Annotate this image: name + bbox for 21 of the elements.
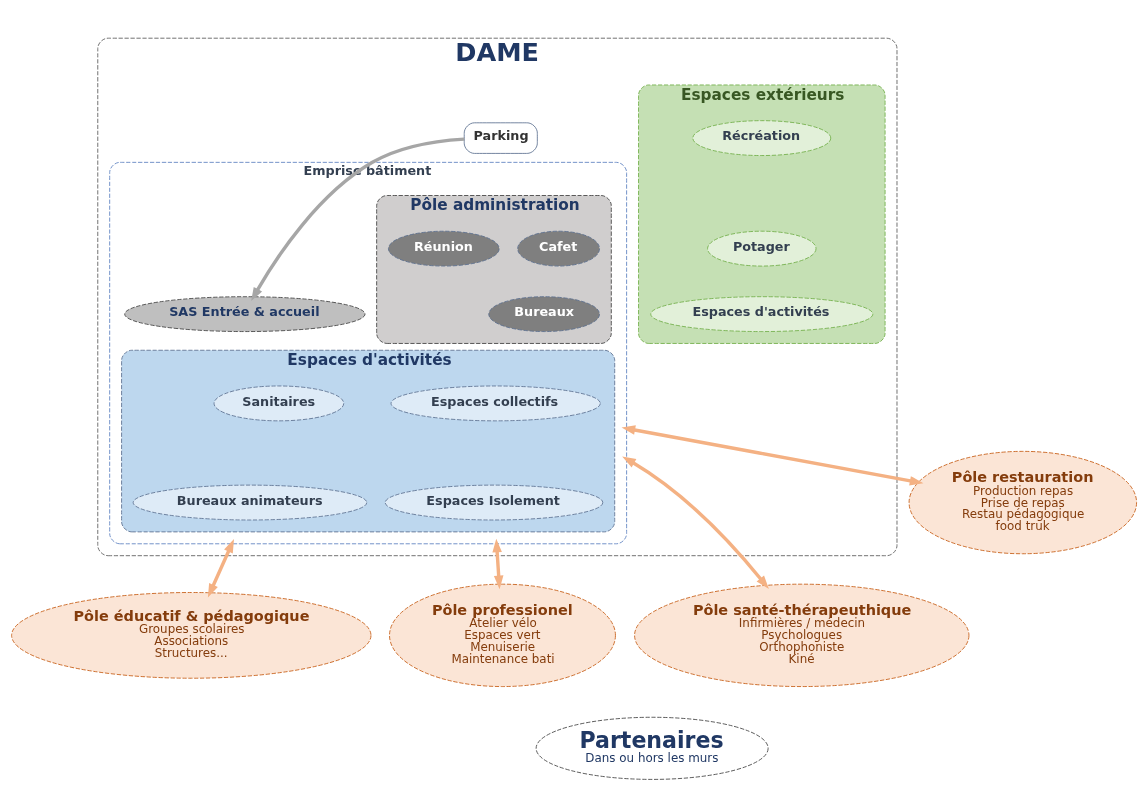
node-ellipse: Pôle éducatif & pédagogique Groupes scolaires Associations Structures... bbox=[11, 592, 372, 679]
node-ellipse: Réunion bbox=[388, 230, 500, 267]
node-ellipse: Espaces Isolement bbox=[384, 484, 604, 521]
arrow bbox=[622, 456, 769, 590]
arrow bbox=[207, 539, 234, 598]
arrow bbox=[621, 425, 924, 486]
node-ellipse: Cafet bbox=[517, 230, 600, 267]
node-ellipse: Sanitaires bbox=[213, 385, 345, 422]
node-ellipse: Potager bbox=[707, 230, 817, 267]
arrow bbox=[251, 137, 465, 302]
node-ellipse: Espaces collectifs bbox=[390, 385, 601, 422]
node-ellipse: Pôle professionel Atelier vélo Espaces vert Menuiserie Maintenance bati bbox=[389, 583, 616, 687]
node-ellipse: Partenaires Dans ou hors les murs bbox=[535, 716, 769, 780]
node-ellipse: Bureaux animateurs bbox=[132, 484, 368, 521]
node-ellipse: Espaces d'activités bbox=[650, 296, 874, 332]
node-box: Parking bbox=[463, 122, 538, 154]
arrow bbox=[492, 538, 504, 590]
node-ellipse: SAS Entrée & accueil bbox=[124, 296, 366, 332]
node-ellipse: Bureaux bbox=[488, 296, 600, 332]
node-ellipse: Récréation bbox=[692, 120, 832, 156]
node-ellipse: Pôle santé-thérapeuthique Infirmières / médecin Psychologues Orthophoniste Kiné bbox=[634, 583, 970, 687]
